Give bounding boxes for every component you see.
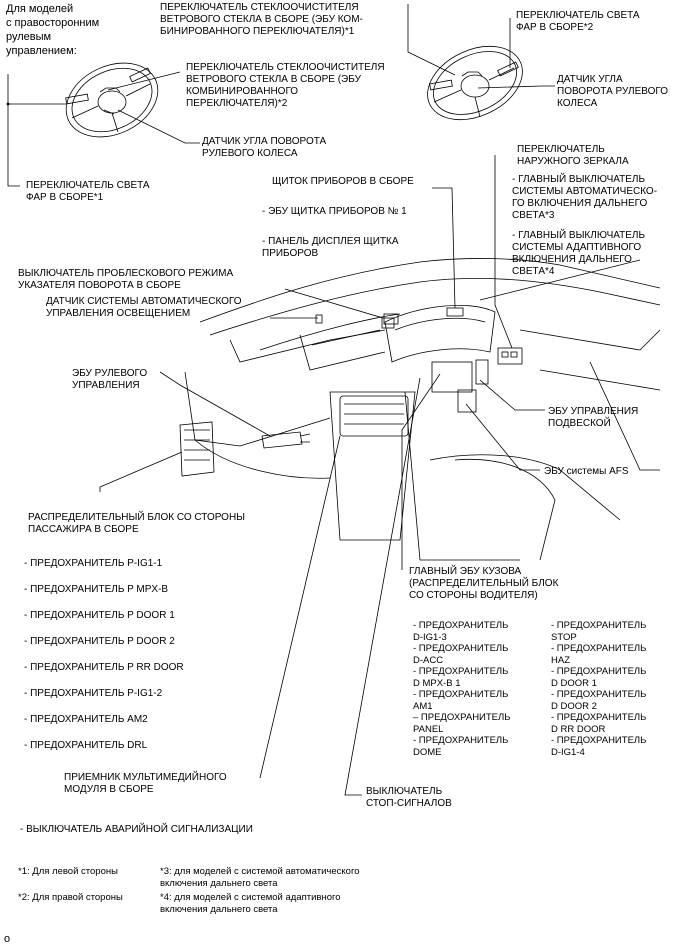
steering-ecu-drawing	[261, 431, 311, 449]
outer-mirror-switch-drawing	[497, 347, 523, 365]
dashboard-drawing	[184, 258, 661, 561]
label-combination-meter: ЩИТОК ПРИБОРОВ В СБОРЕ	[272, 176, 414, 187]
label-suspension-ecu: ЭБУ УПРАВЛЕНИЯ ПОДВЕСКОЙ	[548, 406, 639, 429]
driver-fuse-item: – ПРЕДОХРАНИТЕЛЬ PANEL	[413, 712, 511, 735]
steering-wheel-right	[427, 45, 523, 121]
driver-fuse-item: - ПРЕДОХРАНИТЕЛЬ D DOOR 2	[551, 689, 647, 712]
label-meter-ecu: - ЭБУ ЩИТКА ПРИБОРОВ № 1	[262, 206, 407, 217]
driver-fuse-item: - ПРЕДОХРАНИТЕЛЬ D MPX-B 1	[413, 666, 509, 689]
driver-fuse-item: - ПРЕДОХРАНИТЕЛЬ D RR DOOR	[551, 712, 647, 735]
passenger-fuse-item: - ПРЕДОХРАНИТЕЛЬ P DOOR 2	[24, 636, 175, 647]
label-auto-high-beam-main-switch: - ГЛАВНЫЙ ВЫКЛЮЧАТЕЛЬ СИСТЕМЫ АВТОМАТИЧЕ…	[512, 174, 658, 221]
label-meter-display-panel: - ПАНЕЛЬ ДИСПЛЕЯ ЩИТКА ПРИБОРОВ	[262, 236, 399, 259]
label-stop-light-switch: ВЫКЛЮЧАТЕЛЬ СТОП-СИГНАЛОВ	[366, 786, 452, 809]
label-steering-angle-sensor-right: ДАТЧИК УГЛА ПОВОРОТА РУЛЕВОГО КОЛЕСА	[557, 74, 668, 109]
hazard-flasher-drawing	[381, 317, 395, 329]
passenger-fuse-item: - ПРЕДОХРАНИТЕЛЬ P-IG1-2	[24, 688, 163, 699]
label-main-body-ecu: ГЛАВНЫЙ ЭБУ КУЗОВА (РАСПРЕДЕЛИТЕЛЬНЫЙ БЛ…	[409, 566, 559, 601]
driver-fuse-item: - ПРЕДОХРАНИТЕЛЬ D DOOR 1	[551, 666, 647, 689]
driver-fuse-item: - ПРЕДОХРАНИТЕЛЬ D-IG1-4	[551, 735, 647, 758]
label-headlight-switch-2: ПЕРЕКЛЮЧАТЕЛЬ СВЕТА ФАР В СБОРЕ*2	[516, 10, 640, 33]
driver-fuse-item: - ПРЕДОХРАНИТЕЛЬ AM1	[413, 689, 509, 712]
driver-fuse-item: - ПРЕДОХРАНИТЕЛЬ HAZ	[551, 643, 647, 666]
footnote-3: *3: для моделей с системой автоматическо…	[160, 866, 360, 889]
label-wiper-switch-1: ПЕРЕКЛЮЧАТЕЛЬ СТЕКЛООЧИСТИТЕЛЯ ВЕТРОВОГО…	[160, 2, 363, 37]
label-multimedia-receiver: ПРИЕМНИК МУЛЬТИМЕДИЙНОГО МОДУЛЯ В СБОРЕ	[64, 772, 227, 795]
label-auto-light-sensor: ДАТЧИК СИСТЕМЫ АВТОМАТИЧЕСКОГО УПРАВЛЕНИ…	[46, 296, 242, 319]
driver-fuse-item: - ПРЕДОХРАНИТЕЛЬ D-ACC	[413, 643, 509, 666]
auto-light-sensor-drawing	[315, 314, 323, 324]
label-wiper-switch-2: ПЕРЕКЛЮЧАТЕЛЬ СТЕКЛООЧИСТИТЕЛЯ ВЕТРОВОГО…	[186, 62, 385, 109]
passenger-fuse-item: - ПРЕДОХРАНИТЕЛЬ P RR DOOR	[24, 662, 184, 673]
steering-wheel-left	[65, 62, 159, 138]
footnote-4: *4: для моделей с системой адаптивного в…	[160, 892, 341, 915]
center-console-drawing	[339, 359, 489, 437]
driver-fuse-item: - ПРЕДОХРАНИТЕЛЬ STOP	[551, 620, 647, 643]
label-headlight-switch-1: ПЕРЕКЛЮЧАТЕЛЬ СВЕТА ФАР В СБОРЕ*1	[26, 180, 150, 203]
passenger-fuse-item: - ПРЕДОХРАНИТЕЛЬ DRL	[24, 740, 148, 751]
footnote-1: *1: Для левой стороны	[18, 866, 118, 877]
passenger-fuse-item: - ПРЕДОХРАНИТЕЛЬ P-IG1-1	[24, 558, 163, 569]
driver-fuse-item: - ПРЕДОХРАНИТЕЛЬ DOME	[413, 735, 509, 758]
driver-fuse-item: - ПРЕДОХРАНИТЕЛЬ D-IG1-3	[413, 620, 509, 643]
passenger-fuse-item: - ПРЕДОХРАНИТЕЛЬ P DOOR 1	[24, 610, 175, 621]
label-passenger-junction-block: РАСПРЕДЕЛИТЕЛЬНЫЙ БЛОК СО СТОРОНЫ ПАССАЖ…	[28, 512, 246, 535]
label-hazard-warning-switch: - ВЫКЛЮЧАТЕЛЬ АВАРИЙНОЙ СИГНАЛИЗАЦИИ	[20, 824, 253, 835]
label-steering-ecu: ЭБУ РУЛЕВОГО УПРАВЛЕНИЯ	[72, 368, 148, 391]
label-steering-angle-sensor-left: ДАТЧИК УГЛА ПОВОРОТА РУЛЕВОГО КОЛЕСА	[202, 136, 327, 159]
combination-meter-drawing	[383, 305, 496, 363]
label-afs-ecu: ЭБУ системы AFS	[544, 466, 629, 477]
rhd-models-note: Для моделей с правосторонним рулевым упр…	[6, 3, 100, 57]
label-adaptive-high-beam-main-switch: - ГЛАВНЫЙ ВЫКЛЮЧАТЕЛЬ СИСТЕМЫ АДАПТИВНОГ…	[512, 230, 646, 277]
label-outer-mirror-switch: ПЕРЕКЛЮЧАТЕЛЬ НАРУЖНОГО ЗЕРКАЛА	[517, 144, 629, 167]
leader-lines	[7, 4, 555, 796]
footnote-2: *2: Для правой стороны	[18, 892, 123, 903]
passenger-junction-block-drawing	[179, 421, 215, 477]
passenger-fuse-item: - ПРЕДОХРАНИТЕЛЬ AM2	[24, 714, 148, 725]
label-turn-signal-flasher: ВЫКЛЮЧАТЕЛЬ ПРОБЛЕСКОВОГО РЕЖИМА УКАЗАТЕ…	[18, 268, 234, 291]
passenger-fuse-item: - ПРЕДОХРАНИТЕЛЬ P MPX-B	[24, 584, 169, 595]
page-marker: o	[4, 933, 11, 945]
